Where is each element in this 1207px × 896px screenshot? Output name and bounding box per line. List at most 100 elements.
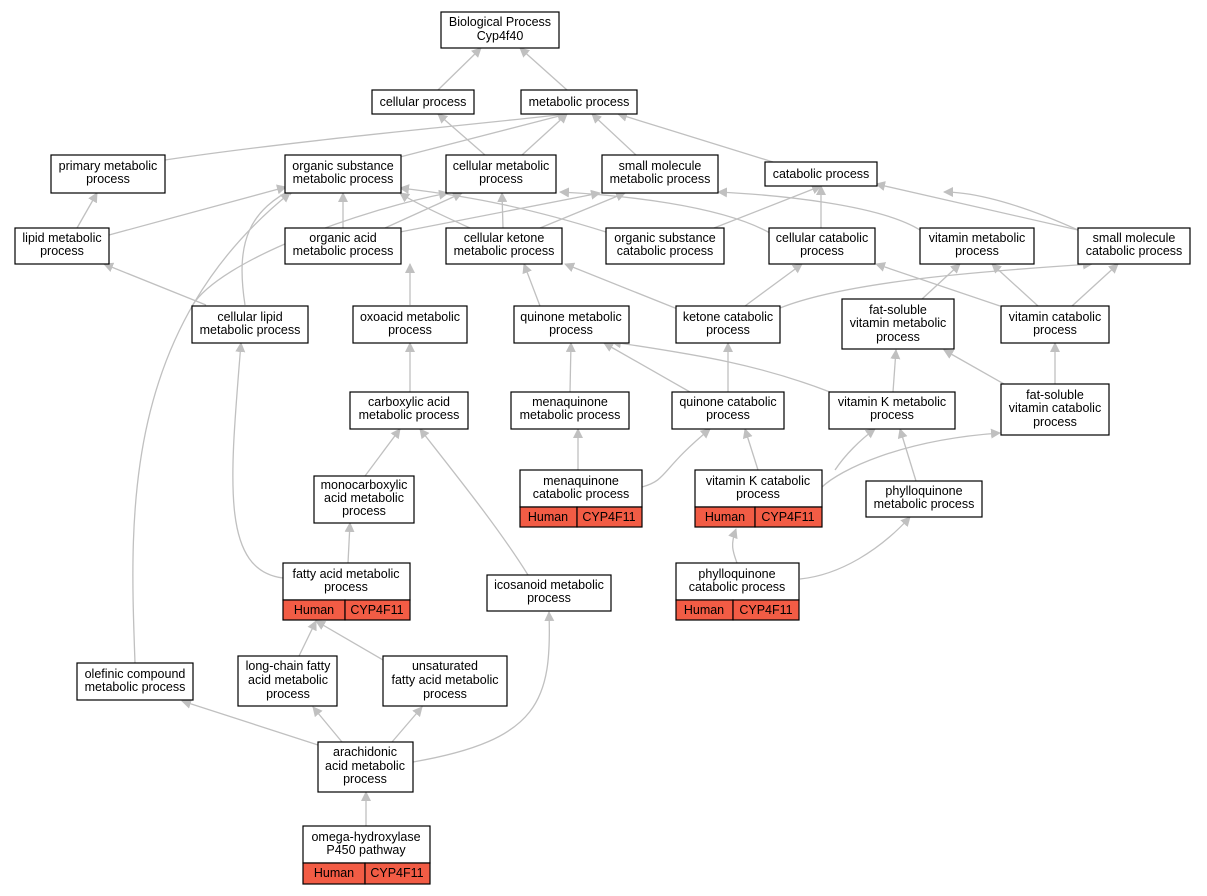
node-label: catabolic process (1086, 244, 1183, 258)
node-label: small molecule (619, 159, 702, 173)
node-label: organic acid (309, 231, 376, 245)
node-label: metabolic process (874, 497, 975, 511)
node-monocarboxylic-acid-metabolic-process[interactable]: monocarboxylic acid metabolic process (313, 475, 415, 524)
node-label: icosanoid metabolic (494, 578, 604, 592)
node-menaquinone-catabolic-process[interactable]: menaquinone catabolic process Human CYP4… (519, 469, 643, 528)
node-olefinic-compound-metabolic-process[interactable]: olefinic compound metabolic process (76, 662, 194, 701)
node-quinone-metabolic-process[interactable]: quinone metabolic process (513, 305, 630, 344)
node-label: process (423, 687, 467, 701)
node-label: ketone catabolic (683, 310, 773, 324)
edge (779, 259, 1093, 309)
node-label: process (388, 323, 432, 337)
node-label: fat-soluble (1026, 388, 1084, 402)
edge (713, 184, 822, 229)
node-label: phylloquinone (698, 567, 775, 581)
node-phylloquinone-catabolic-process[interactable]: phylloquinone catabolic process Human CY… (675, 562, 800, 621)
node-label: quinone metabolic (520, 310, 621, 324)
edge (897, 428, 917, 482)
node-lipid-metabolic-process[interactable]: lipid metabolic process (14, 227, 110, 265)
annotation-row: Human CYP4F11 (282, 599, 411, 621)
edge (717, 187, 921, 231)
edge (521, 113, 568, 156)
node-label: menaquinone (532, 395, 608, 409)
node-label: long-chain fatty (246, 659, 332, 673)
edge (437, 113, 486, 156)
node-small-molecule-catabolic-process[interactable]: small molecule catabolic process (1077, 227, 1191, 265)
node-menaquinone-metabolic-process[interactable]: menaquinone metabolic process (510, 391, 630, 430)
annotation-row: Human CYP4F11 (302, 862, 431, 885)
node-carboxylic-acid-metabolic-process[interactable]: carboxylic acid metabolic process (349, 391, 469, 430)
node-label: metabolic process (85, 680, 186, 694)
node-cellular-metabolic-process[interactable]: cellular metabolic process (445, 154, 557, 194)
edge (611, 338, 831, 393)
node-label: omega-hydroxylase (311, 830, 420, 844)
node-label: vitamin metabolic (929, 231, 1026, 245)
node-fatty-acid-metabolic-process[interactable]: fatty acid metabolic process Human CYP4F… (282, 562, 411, 621)
node-phylloquinone-metabolic-process[interactable]: phylloquinone metabolic process (865, 480, 983, 518)
node-vitamin-k-catabolic-process[interactable]: vitamin K catabolic process Human CYP4F1… (694, 469, 823, 528)
node-organic-acid-metabolic-process[interactable]: organic acid metabolic process (284, 227, 402, 265)
annotation-row: Human CYP4F11 (519, 506, 643, 528)
node-vitamin-catabolic-process[interactable]: vitamin catabolic process (1000, 305, 1110, 344)
node-small-molecule-metabolic-process[interactable]: small molecule metabolic process (601, 154, 719, 194)
node-label: process (266, 687, 310, 701)
node-cellular-lipid-metabolic-process[interactable]: cellular lipid metabolic process (191, 305, 309, 344)
node-cellular-ketone-metabolic-process[interactable]: cellular ketone metabolic process (445, 227, 563, 265)
node-catabolic-process[interactable]: catabolic process (764, 161, 878, 187)
edge (103, 262, 207, 306)
node-omega-hydroxylase-p450-pathway[interactable]: omega-hydroxylase P450 pathway Human CYP… (302, 825, 431, 885)
node-label: process (876, 330, 920, 344)
node-fat-soluble-vitamin-metabolic-process[interactable]: fat-soluble vitamin metabolic process (841, 298, 955, 350)
node-label: oxoacid metabolic (360, 310, 460, 324)
node-label: lipid metabolic (22, 231, 101, 245)
node-label: fat-soluble (869, 303, 927, 317)
node-quinone-catabolic-process[interactable]: quinone catabolic process (671, 391, 785, 430)
node-long-chain-fatty-acid-metabolic-process[interactable]: long-chain fatty acid metabolic process (237, 655, 338, 707)
node-organic-substance-metabolic-process[interactable]: organic substance metabolic process (284, 154, 402, 194)
edge (437, 47, 482, 91)
annotation-species: Human (314, 866, 354, 880)
node-primary-metabolic-process[interactable]: primary metabolic process (50, 154, 166, 194)
edges (76, 47, 1119, 826)
annotation-species: Human (684, 603, 724, 617)
node-label: cellular metabolic (453, 159, 550, 173)
node-label: phylloquinone (885, 484, 962, 498)
node-label: fatty acid metabolic (392, 673, 499, 687)
edge (312, 706, 343, 743)
edge (419, 428, 529, 576)
annotation-gene: CYP4F11 (761, 510, 814, 524)
node-label: process (343, 772, 387, 786)
edge (921, 263, 961, 300)
edge (399, 189, 601, 233)
node-cellular-process[interactable]: cellular process (371, 89, 475, 115)
edge (799, 516, 911, 580)
node-metabolic-process[interactable]: metabolic process (520, 89, 638, 115)
node-root[interactable]: Biological Process Cyp4f40 (440, 11, 560, 49)
annotation-species: Human (528, 510, 568, 524)
node-label: process (549, 323, 593, 337)
node-label: acid metabolic (248, 673, 328, 687)
node-organic-substance-catabolic-process[interactable]: organic substance catabolic process (605, 227, 725, 265)
node-label: organic substance (292, 159, 394, 173)
node-icosanoid-metabolic-process[interactable]: icosanoid metabolic process (486, 574, 612, 612)
edge (617, 111, 774, 163)
node-fat-soluble-vitamin-catabolic-process[interactable]: fat-soluble vitamin catabolic process (1000, 383, 1110, 436)
annotation-gene: CYP4F11 (350, 603, 403, 617)
node-ketone-catabolic-process[interactable]: ketone catabolic process (675, 305, 781, 344)
node-cellular-catabolic-process[interactable]: cellular catabolic process (768, 227, 876, 265)
annotation-species: Human (705, 510, 745, 524)
annotation-species: Human (294, 603, 334, 617)
node-arachidonic-acid-metabolic-process[interactable]: arachidonic acid metabolic process (317, 741, 414, 793)
annotation-gene: CYP4F11 (370, 866, 423, 880)
edge (76, 192, 98, 229)
node-vitamin-k-metabolic-process[interactable]: vitamin K metabolic process (828, 391, 956, 430)
node-label: olefinic compound (85, 667, 186, 681)
node-label: metabolic process (293, 244, 394, 258)
node-label: monocarboxylic (321, 478, 408, 492)
node-vitamin-metabolic-process[interactable]: vitamin metabolic process (919, 227, 1035, 265)
edge (875, 262, 1001, 307)
node-unsaturated-fatty-acid-metabolic-process[interactable]: unsaturated fatty acid metabolic process (382, 655, 508, 707)
node-oxoacid-metabolic-process[interactable]: oxoacid metabolic process (352, 305, 468, 344)
edge (181, 699, 319, 746)
